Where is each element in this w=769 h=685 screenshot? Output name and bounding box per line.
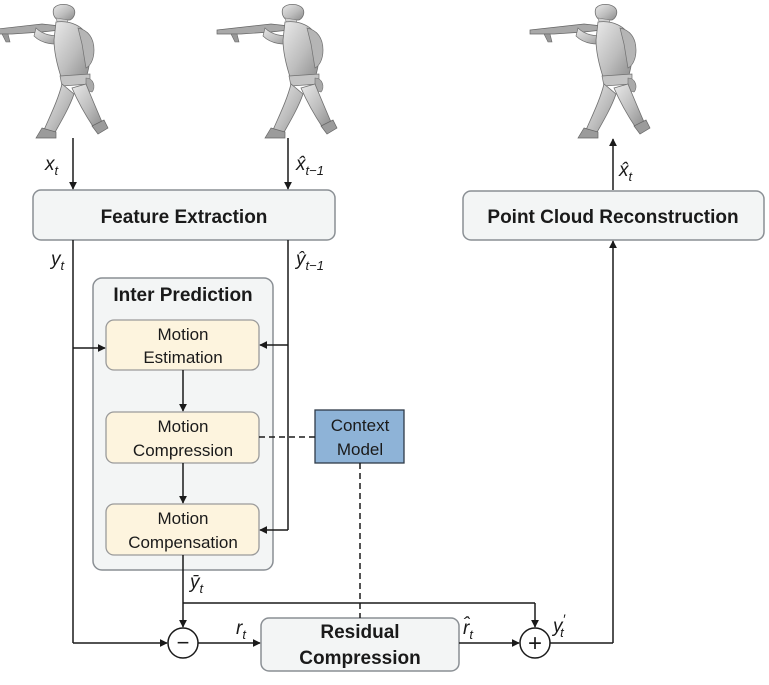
feature-extraction-box [32,189,336,241]
point-cloud-reconstruction-box [462,190,765,241]
residual-compression-line1: Residual [320,622,399,643]
motion-compensation-line1: Motion [157,509,208,528]
label-xhat-tm1: x̂t−1 [295,154,324,178]
math-labels: xt x̂t−1 yt ŷt−1 ȳt rt r̂t y′t x̂t [44,154,634,642]
motion-estimation-line1: Motion [157,325,208,344]
context-links [259,436,361,618]
label-x-t: xt [44,154,60,178]
label-ybar-t: ȳt [188,572,205,596]
context-model-line1: Context [331,416,390,435]
input-point-cloud-figure [0,3,109,139]
inter-prediction-label: Inter Prediction [113,285,252,306]
motion-compression-line2: Compression [133,441,233,460]
label-yhat-tm1: ŷt−1 [294,249,324,273]
motion-compression-line1: Motion [157,417,208,436]
point-cloud-reconstruction-label: Point Cloud Reconstruction [487,207,738,228]
residual-compression-line2: Compression [299,648,420,669]
connectors [69,138,617,647]
context-model-box [314,409,405,464]
label-y-t: yt [49,249,66,273]
label-xhat-t: x̂t [618,160,634,184]
context-model-line2: Model [337,440,383,459]
add-symbol: + [528,630,542,657]
reference-point-cloud-figure [216,3,338,139]
motion-estimation-line2: Estimation [143,348,222,367]
feature-extraction-label: Feature Extraction [101,207,268,228]
label-r-t: rt [236,618,247,642]
label-rhat-t: r̂t [463,616,474,642]
subtract-symbol: − [177,630,190,655]
label-yprime-t: y′t [551,611,567,640]
motion-compensation-line2: Compensation [128,533,238,552]
reconstructed-point-cloud-figure [529,3,651,139]
